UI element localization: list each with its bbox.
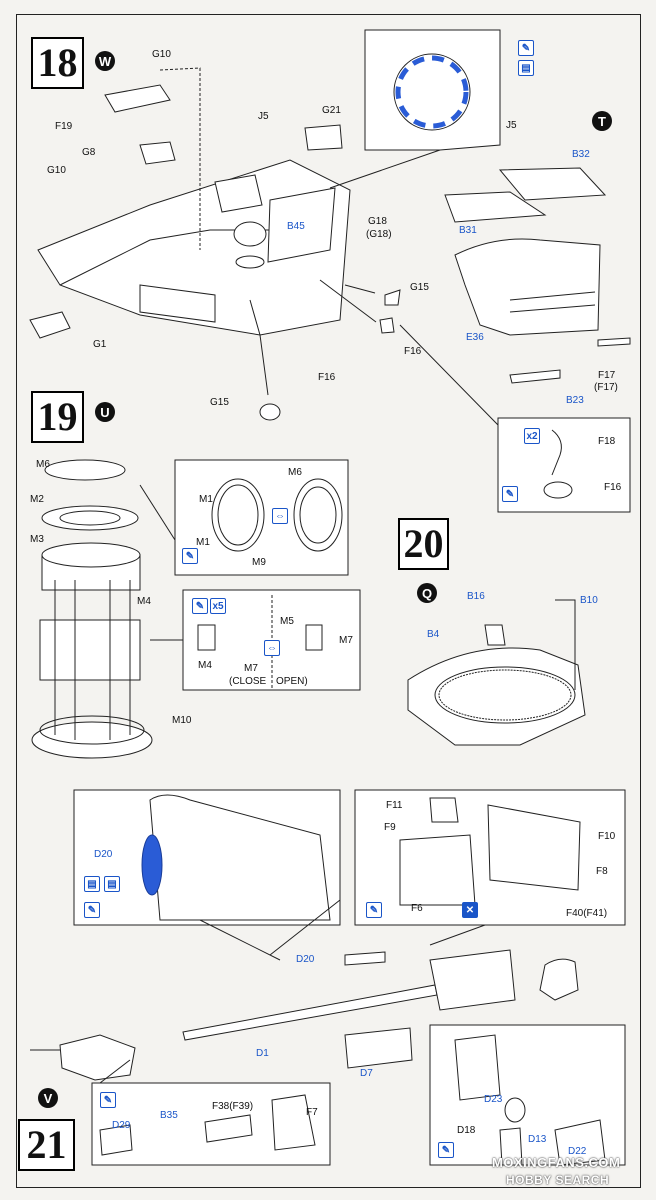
part-label-m9: M9 [252,557,266,568]
part-label-m7: M7 [244,663,258,674]
paint-stripe-icon: ▤ [104,876,120,892]
part-label-b10: B10 [580,595,598,606]
part-label-f16: F16 [318,372,336,383]
part-label-m7: M7 [339,635,353,646]
part-label-d7: D7 [360,1068,373,1079]
part-label-m6: M6 [36,459,50,470]
part-label-f40: F40(F41) [566,908,608,919]
part-label-d13: D13 [528,1134,547,1145]
part-label-m10: M10 [172,715,192,726]
watermark-hobby-search: HOBBY SEARCH [506,1173,610,1187]
part-label-f9: F9 [384,822,396,833]
part-label-f16: F16 [604,482,622,493]
glue-icon: ✎ [84,902,100,918]
glue-icon: ✎ [502,486,518,502]
no-glue-icon: ✕ [462,902,478,918]
marking-badge-q: Q [417,583,437,603]
part-label-m6: M6 [288,467,302,478]
part-label-f18: F18 [598,436,616,447]
part-label-f8: F8 [596,866,608,877]
part-label-b31: B31 [459,225,477,236]
part-label-g15: G15 [410,282,429,293]
part-label-b16: B16 [467,591,485,602]
part-label-g15: G15 [210,397,229,408]
glue-icon: ✎ [100,1092,116,1108]
part-label-d29: D29 [112,1120,131,1131]
paint-stripe-icon: ▤ [84,876,100,892]
glue-icon: ✎ [182,548,198,564]
part-label-m2: M2 [30,494,44,505]
part-label-g21: G21 [322,105,341,116]
part-label-f7: F7 [306,1107,318,1118]
glue-icon: ✎ [192,598,208,614]
part-label-m4: M4 [198,660,212,671]
part-label-f17: F17 [598,370,616,381]
part-label-m3: M3 [30,534,44,545]
part-label-g10: G10 [152,49,171,60]
part-label-b4: B4 [427,629,440,640]
part-label-d1: D1 [256,1048,269,1059]
part-label-f10: F10 [598,831,616,842]
marking-badge-v: V [38,1088,58,1108]
part-label-b32: B32 [572,149,590,160]
marking-badge-u: U [95,402,115,422]
part-label-b35: B35 [160,1110,178,1121]
open-label: OPEN) [276,676,308,687]
marking-badge-w: W [95,51,115,71]
marking-badge-t: T [592,111,612,131]
part-label-g18: G18 [368,216,387,227]
part-label-m1: M1 [196,537,210,548]
swap-orientation-icon: ⇔ [272,508,288,524]
paint-stripe-icon: ▤ [518,60,534,76]
glue-icon: ✎ [438,1142,454,1158]
watermark-moxingfans: MOXINGFANS.COM [492,1155,621,1170]
glue-icon: ✎ [366,902,382,918]
part-label-b45: B45 [287,221,305,232]
part-label-d23: D23 [484,1094,503,1105]
part-label-g8: G8 [82,147,96,158]
part-label-g10: G10 [47,165,66,176]
quantity-x2-icon: x2 [524,428,540,444]
glue-icon: ✎ [518,40,534,56]
part-label-d20: D20 [296,954,315,965]
part-label-g18-alt: (G18) [366,229,392,240]
part-label-m4: M4 [137,596,151,607]
part-label-f16: F16 [404,346,422,357]
part-label-f17-alt: (F17) [594,382,618,393]
part-label-d18: D18 [457,1125,476,1136]
part-label-f19: F19 [55,121,73,132]
part-label-m5: M5 [280,616,294,627]
part-label-g1: G1 [93,339,107,350]
step-number-21: 21 [18,1119,75,1171]
step-number-18: 18 [31,37,84,89]
quantity-x5-icon: x5 [210,598,226,614]
part-label-f6: F6 [411,903,423,914]
part-label-f11: F11 [386,800,403,811]
step-number-19: 19 [31,391,84,443]
step-number-20: 20 [398,518,449,570]
swap-orientation-icon: ⇔ [264,640,280,656]
close-label: (CLOSE [229,676,267,687]
part-label-f38: F38(F39) [212,1101,254,1112]
part-label-j5: J5 [506,120,517,131]
part-label-m1: M1 [199,494,213,505]
part-label-d22: D22 [568,1146,587,1157]
part-label-b23: B23 [566,395,584,406]
part-label-j5: J5 [258,111,269,122]
part-label-d20: D20 [94,849,113,860]
page-frame [16,14,641,1188]
part-label-e36: E36 [466,332,484,343]
